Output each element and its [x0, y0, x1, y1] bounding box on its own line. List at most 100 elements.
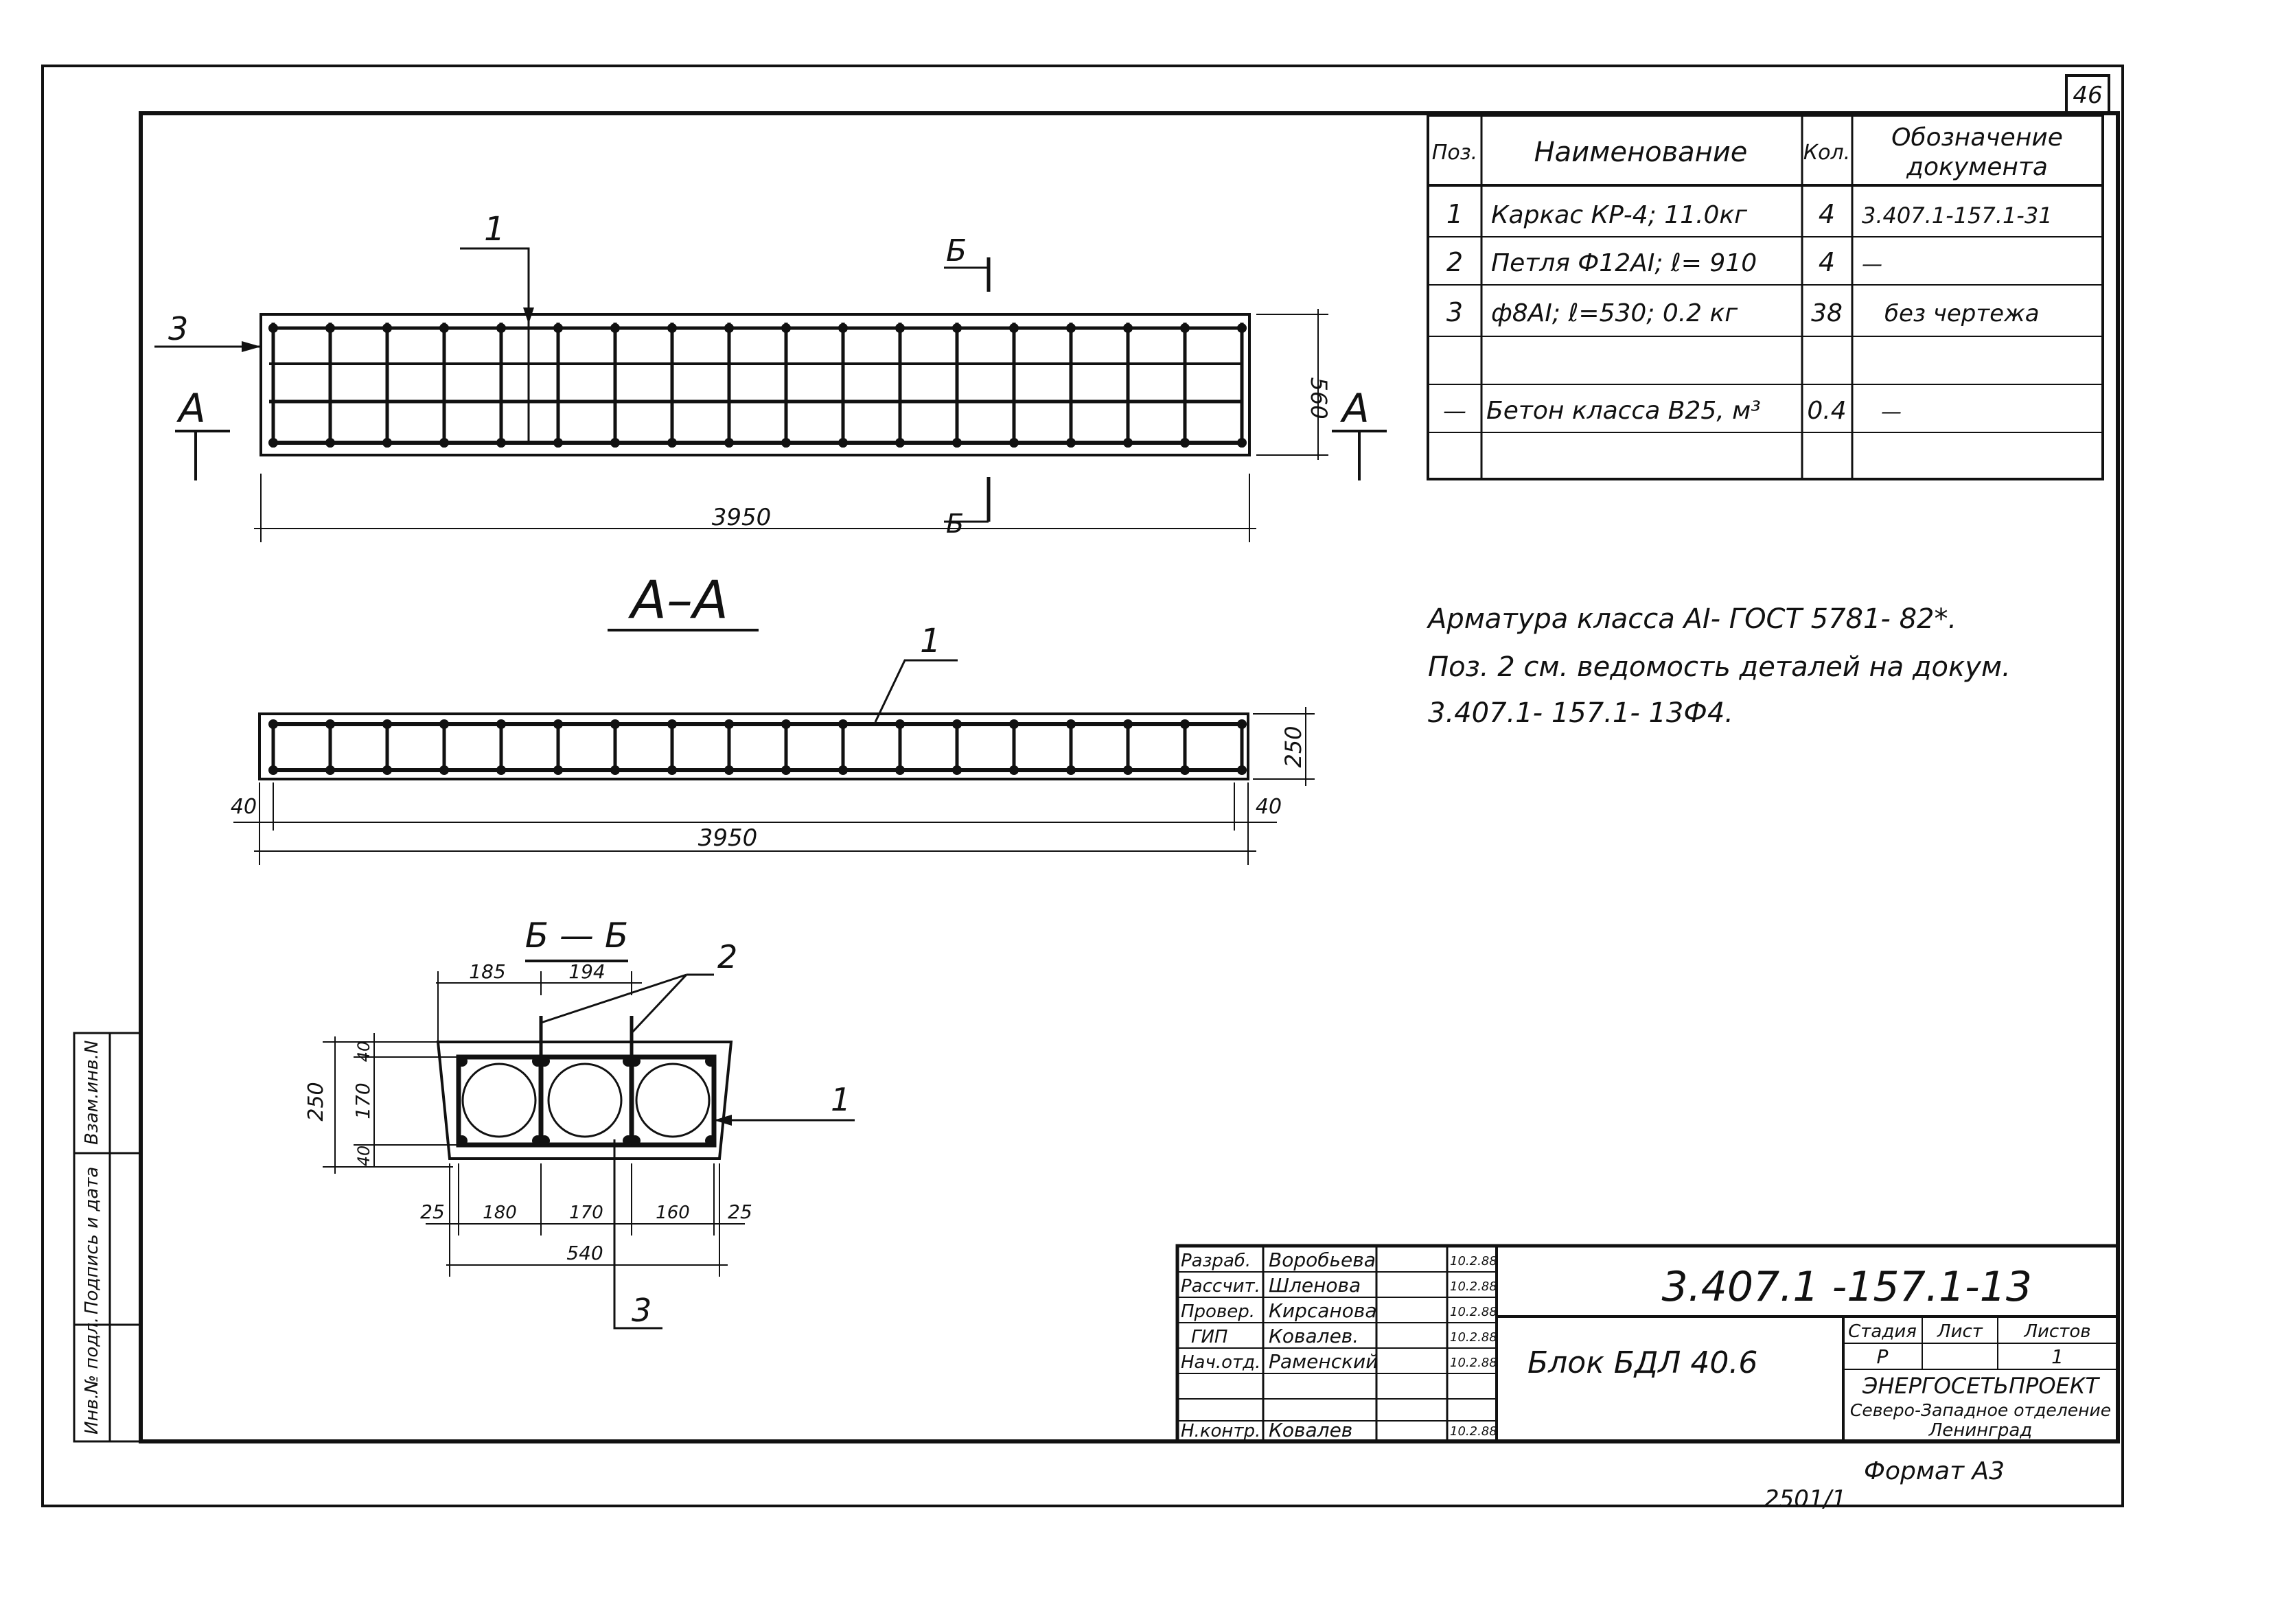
aa-callout-1: 1: [920, 622, 941, 660]
spec-row-2-name: Петля Ф12АI; ℓ= 910: [1491, 249, 1757, 277]
aa-dim-length: 3950: [698, 824, 758, 852]
bb-dim-b-1: 25: [420, 1200, 445, 1223]
section-aa: А–А 1 250 40 40 3950: [231, 569, 1315, 865]
aa-dim-right: 40: [1256, 795, 1282, 819]
tb-date-7: 10.2.88: [1450, 1424, 1497, 1439]
bb-dim-b-3: 170: [569, 1203, 603, 1223]
section-b-top: Б: [946, 233, 967, 268]
plan-view: 1 3 А А Б Б 3950 560: [154, 210, 1387, 542]
bb-dim-top-2: 194: [568, 960, 605, 983]
tb-stage-value: Р: [1877, 1345, 1889, 1368]
spec-table: Поз. Наименование Кол. Обозначение докум…: [1427, 114, 2104, 480]
plan-dim-length: 3950: [712, 504, 772, 531]
spec-row-1-doc: 3.407.1-157.1-31: [1862, 202, 2053, 229]
tb-role-3: Провер.: [1181, 1301, 1255, 1322]
tb-name-1: Воробьева: [1269, 1249, 1376, 1271]
spec-header-doc-2: документа: [1906, 153, 2048, 181]
outer-border: [41, 65, 2124, 1507]
note-1: Арматура класса АI- ГОСТ 5781- 82*.: [1426, 603, 1957, 635]
bb-dim-b-5: 25: [728, 1200, 752, 1223]
tb-stage-label: Стадия: [1848, 1321, 1917, 1342]
spec-row-5-qty: 0.4: [1807, 397, 1846, 425]
void-2: [547, 1063, 623, 1138]
tb-date-5: 10.2.88: [1450, 1356, 1497, 1370]
spec-row-5-name: Бетон класса В25, м³: [1486, 397, 1761, 425]
spec-header-qty: Кол.: [1803, 141, 1850, 165]
bb-dim-h-top: 40: [354, 1041, 373, 1063]
spec-row-2-doc: —: [1862, 253, 1882, 277]
sheet-number: 46: [2073, 82, 2102, 109]
section-aa-title: А–А: [627, 569, 728, 630]
aa-dim-height: 250: [1280, 726, 1306, 767]
bb-dim-b-4: 160: [656, 1203, 690, 1223]
tb-date-3: 10.2.88: [1450, 1305, 1497, 1319]
void-1: [461, 1063, 537, 1138]
aa-dim-left: 40: [231, 795, 257, 819]
notes: Арматура класса АI- ГОСТ 5781- 82*. Поз.…: [1426, 603, 2011, 729]
tb-date-4: 10.2.88: [1450, 1330, 1497, 1345]
section-a-left: А: [176, 385, 206, 432]
spec-row-1-pos: 1: [1446, 199, 1463, 229]
section-a-right: А: [1339, 385, 1370, 432]
plan-dim-height: 560: [1306, 377, 1332, 419]
spec-row-1-name: Каркас КР-4; 11.0кг: [1491, 201, 1748, 229]
bb-dim-h-total: 250: [304, 1082, 328, 1121]
tb-name-7: Ковалев: [1269, 1419, 1352, 1441]
spec-row-1-qty: 4: [1819, 199, 1835, 229]
block-outline-section-bb: [436, 1041, 733, 1160]
plan-callout-1: 1: [484, 210, 505, 248]
plan-callout-3: 3: [168, 310, 188, 347]
section-b-bottom: Б: [946, 509, 964, 539]
tb-date-2: 10.2.88: [1450, 1279, 1497, 1294]
void-3: [635, 1063, 711, 1138]
side-stamp-replace: Взам.инв.N: [82, 1041, 102, 1145]
block-outline-plan: [259, 313, 1251, 456]
bb-callout-2: 2: [717, 938, 737, 975]
note-3: 3.407.1- 157.1- 13Ф4.: [1428, 697, 1733, 729]
tb-role-1: Разраб.: [1181, 1251, 1251, 1271]
tb-role-4: ГИП: [1191, 1327, 1228, 1347]
tb-sheets-label: Листов: [2023, 1321, 2090, 1342]
tb-org-3: Ленинград: [1928, 1420, 2033, 1441]
tb-item-title: Блок БДЛ 40.6: [1527, 1345, 1757, 1380]
tb-date-1: 10.2.88: [1450, 1254, 1497, 1268]
tb-sheets-value: 1: [2051, 1345, 2064, 1368]
spec-row-3-qty: 38: [1811, 299, 1843, 327]
tb-name-4: Ковалев.: [1269, 1325, 1359, 1347]
bb-callout-3: 3: [632, 1292, 651, 1329]
tb-role-2: Рассчит.: [1181, 1276, 1260, 1297]
spec-row-3-name: ф8АI; ℓ=530; 0.2 кг: [1491, 299, 1738, 327]
bb-dim-top-1: 185: [469, 960, 505, 983]
spec-header-doc-1: Обозначение: [1891, 124, 2063, 152]
spec-row-3-doc: без чертежа: [1884, 300, 2040, 327]
spec-row-5-doc: —: [1881, 400, 1902, 424]
bb-dim-h-bot: 40: [354, 1146, 373, 1167]
bb-dim-h-mid: 170: [351, 1082, 374, 1119]
section-bb-title: Б — Б: [525, 916, 628, 955]
spec-header-pos: Поз.: [1432, 141, 1477, 165]
tb-sheet-label: Лист: [1937, 1321, 1983, 1342]
spec-header-name: Наименование: [1534, 137, 1748, 168]
frame-border: [139, 111, 2120, 1443]
tb-role-7: Н.контр.: [1181, 1421, 1260, 1441]
spec-row-3-pos: 3: [1446, 297, 1463, 327]
bb-dim-b-total: 540: [566, 1242, 603, 1264]
side-stamp-inv: Инв.№ подл.: [82, 1317, 102, 1435]
tb-org-1: ЭНЕРГОСЕТЬПРОЕКТ: [1862, 1373, 2100, 1399]
spec-row-2-qty: 4: [1819, 247, 1835, 277]
tb-name-5: Раменский: [1269, 1350, 1378, 1373]
tb-doc-code: 3.407.1 -157.1-13: [1661, 1263, 2032, 1311]
bb-dim-b-2: 180: [483, 1203, 517, 1223]
tb-name-3: Кирсанова: [1269, 1299, 1377, 1322]
block-outline-section-aa: [258, 712, 1249, 780]
title-block: Разраб. Воробьева 10.2.88 Рассчит. Шлено…: [1175, 1244, 2120, 1443]
side-stamp-box: [73, 1032, 142, 1443]
section-bb: Б — Б 2 1 3 185 194: [304, 916, 855, 1330]
archive-number: 2501/1: [1764, 1485, 1847, 1513]
spec-row-2-pos: 2: [1446, 247, 1463, 277]
tb-name-2: Шленова: [1269, 1274, 1361, 1297]
side-stamp-sign: Подпись и дата: [82, 1167, 102, 1314]
spec-row-5-pos: —: [1443, 397, 1466, 425]
format-label: Формат А3: [1864, 1457, 2005, 1485]
